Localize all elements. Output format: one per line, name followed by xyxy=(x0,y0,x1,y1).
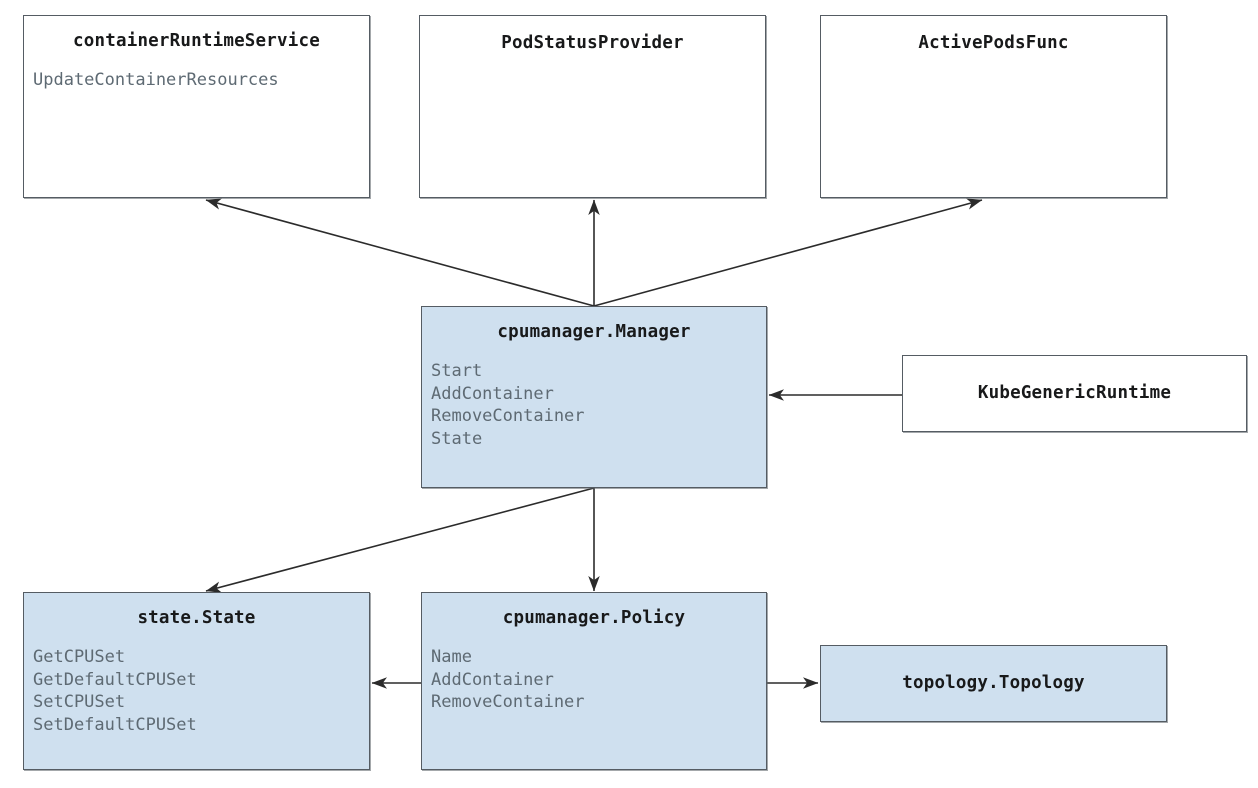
method-item: RemoveContainer xyxy=(431,406,585,427)
method-item: SetDefaultCPUSet xyxy=(33,715,197,736)
node-title-kubegenericruntime: KubeGenericRuntime xyxy=(977,382,1172,403)
method-item: UpdateContainerResources xyxy=(33,70,279,91)
node-title-containerruntimeservice: containerRuntimeService xyxy=(73,31,320,51)
edge-manager-to-statestate xyxy=(205,487,595,593)
edge-manager-to-activepodsfunc xyxy=(593,198,983,307)
node-title-podstatusprovider: PodStatusProvider xyxy=(501,33,684,53)
node-state-state[interactable]: state.State GetCPUSet GetDefaultCPUSet S… xyxy=(23,592,370,770)
method-item: State xyxy=(431,429,483,450)
node-methods-cpumanager-manager: Start AddContainer RemoveContainer State xyxy=(431,360,766,450)
method-item: GetDefaultCPUSet xyxy=(33,669,197,690)
method-item: RemoveContainer xyxy=(431,692,585,713)
node-kubegenericruntime[interactable]: KubeGenericRuntime xyxy=(902,355,1247,432)
node-cpumanager-policy[interactable]: cpumanager.Policy Name AddContainer Remo… xyxy=(421,592,767,770)
node-containerruntimeservice[interactable]: containerRuntimeService UpdateContainerR… xyxy=(23,15,370,198)
method-item: GetCPUSet xyxy=(33,647,126,668)
node-methods-cpumanager-policy: Name AddContainer RemoveContainer xyxy=(431,646,766,714)
node-title-state-state: state.State xyxy=(137,608,256,628)
node-title-topology-topology: topology.Topology xyxy=(902,672,1085,693)
edge-manager-to-containerruntimeservice xyxy=(205,198,595,307)
node-podstatusprovider[interactable]: PodStatusProvider xyxy=(419,15,766,198)
method-item: Name xyxy=(431,647,472,668)
method-item: AddContainer xyxy=(431,669,554,690)
node-activepodsfunc[interactable]: ActivePodsFunc xyxy=(820,15,1167,198)
method-item: AddContainer xyxy=(431,383,554,404)
node-title-cpumanager-manager: cpumanager.Manager xyxy=(497,322,691,342)
node-cpumanager-manager[interactable]: cpumanager.Manager Start AddContainer Re… xyxy=(421,306,767,488)
node-methods-state-state: GetCPUSet GetDefaultCPUSet SetCPUSet Set… xyxy=(33,646,369,736)
method-item: Start xyxy=(431,361,483,382)
node-title-cpumanager-policy: cpumanager.Policy xyxy=(502,608,686,628)
method-item: SetCPUSet xyxy=(33,692,126,713)
node-methods-containerruntimeservice: UpdateContainerResources xyxy=(33,69,369,92)
node-title-activepodsfunc: ActivePodsFunc xyxy=(918,33,1069,53)
node-topology-topology[interactable]: topology.Topology xyxy=(820,645,1167,722)
